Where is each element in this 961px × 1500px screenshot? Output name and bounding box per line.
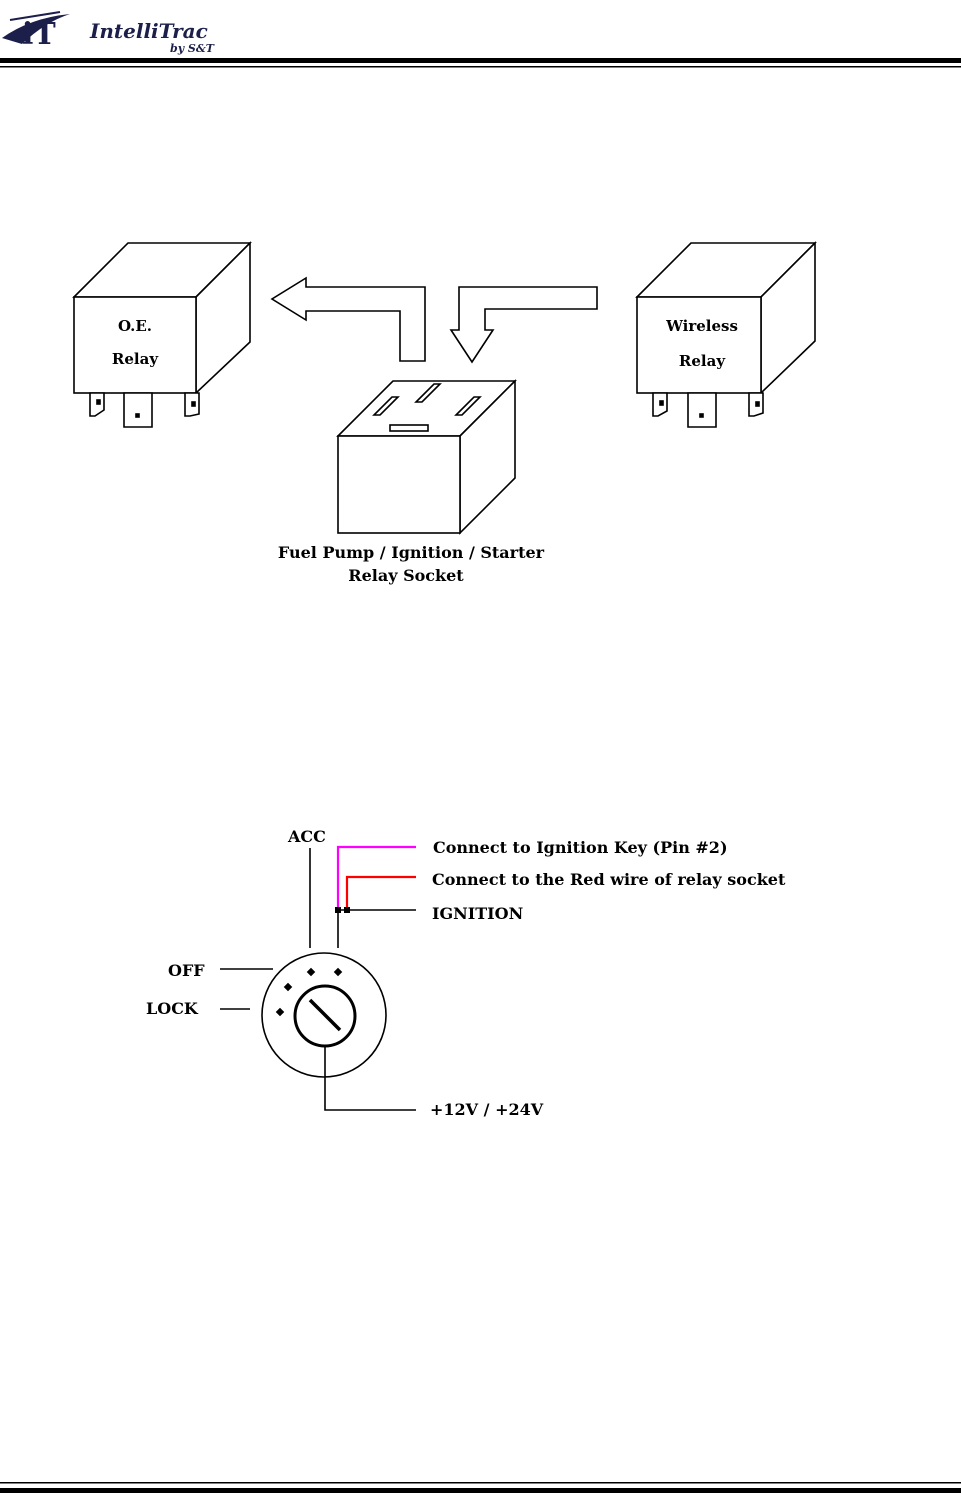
logo-swoosh: [2, 14, 70, 44]
logo-byline: by S&T: [170, 42, 215, 55]
wireless-relay-pins: [652, 392, 764, 428]
header: iT IntelliTrac by S&T: [0, 11, 961, 68]
wireless-relay-label-line2: Relay: [679, 352, 726, 370]
oe-relay: O.E. Relay: [72, 241, 252, 428]
socket-label-line2: Relay Socket: [348, 566, 464, 585]
header-rule-thick: [0, 58, 961, 63]
junction-dot: [344, 907, 350, 913]
logo-mark: iT: [22, 17, 56, 52]
off-label: OFF: [168, 961, 205, 980]
wireless-relay-label-line1: Wireless: [665, 317, 738, 335]
oe-relay-pins: [89, 392, 200, 428]
red-wire: [345, 875, 416, 910]
oe-relay-label-line2: Relay: [112, 350, 159, 368]
remove-arrow: [270, 276, 426, 362]
pink-wire-label: Connect to Ignition Key (Pin #2): [433, 838, 728, 857]
wireless-relay: Wireless Relay: [635, 241, 817, 428]
red-wire-label: Connect to the Red wire of relay socket: [432, 870, 786, 889]
pink-wire: [336, 845, 416, 910]
footer-rule-thin: [0, 1482, 961, 1484]
footer-rule-thick: [0, 1488, 961, 1493]
socket-label-line1: Fuel Pump / Ignition / Starter: [278, 543, 545, 562]
insert-arrow: [449, 286, 598, 364]
power-label: +12V / +24V: [430, 1100, 544, 1119]
logo-wordmark: IntelliTrac: [89, 19, 208, 43]
oe-relay-label-line1: O.E.: [118, 317, 152, 335]
header-rule-thin: [0, 66, 961, 68]
ignition-label: IGNITION: [432, 904, 523, 923]
footer: [0, 1482, 961, 1493]
company-logo: iT IntelliTrac by S&T: [2, 11, 215, 55]
relay-swap-diagram: O.E. Relay Fuel Pump / Ignition / Starte…: [72, 241, 817, 585]
lock-label: LOCK: [146, 999, 199, 1018]
junction-dot: [335, 907, 341, 913]
socket-slots: [372, 383, 482, 432]
ignition-switch-diagram: ACC OFF LOCK Connect to Ignition Key (Pi…: [146, 827, 786, 1119]
switch-position-dots: [275, 967, 343, 1017]
ignition-key-slot: [308, 998, 342, 1032]
acc-label: ACC: [287, 827, 326, 846]
power-wire: [324, 1046, 416, 1111]
relay-socket: Fuel Pump / Ignition / Starter Relay Soc…: [278, 379, 545, 585]
